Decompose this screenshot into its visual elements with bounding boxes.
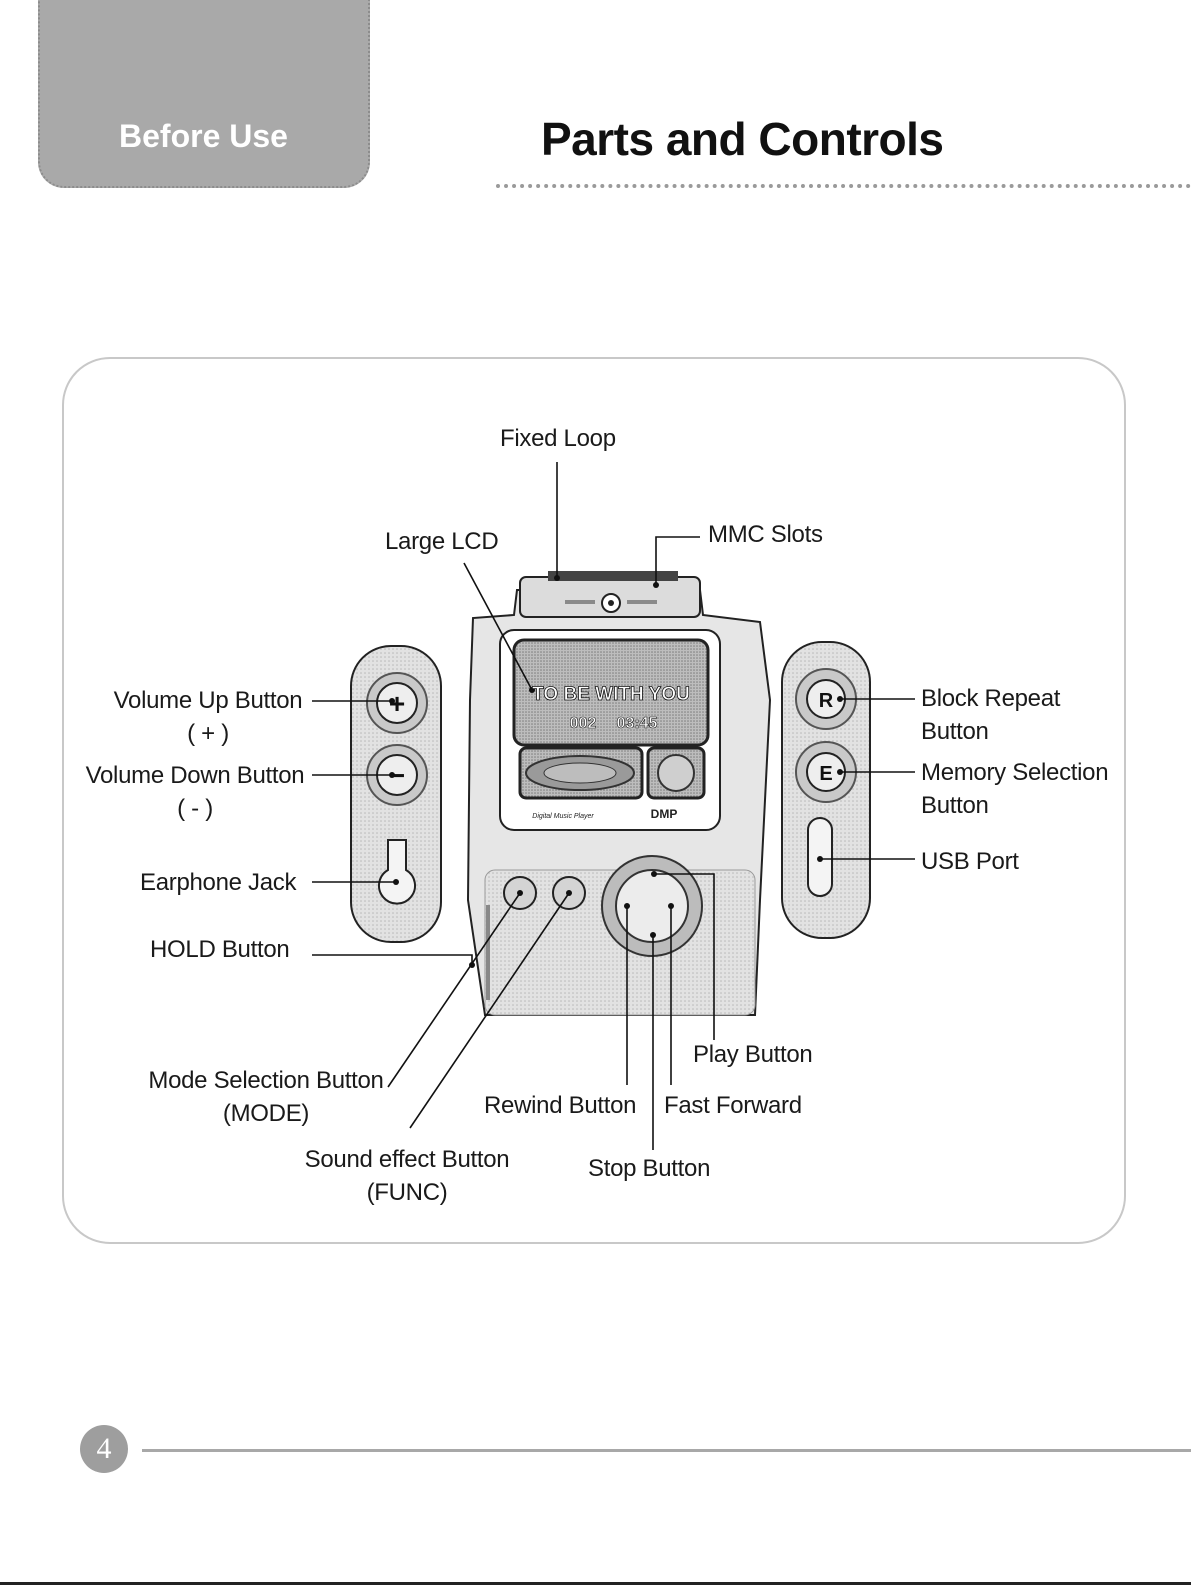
diagram-panel — [62, 357, 1126, 1244]
leader-dots — [389, 575, 843, 968]
page-number: 4 — [80, 1425, 128, 1473]
section-tab-label: Before Use — [119, 118, 288, 154]
page-bottom-edge — [0, 1582, 1191, 1585]
play-button-label: Play Button — [693, 1041, 813, 1068]
footer-divider — [142, 1449, 1191, 1452]
volume-down-label: Volume Down Button( - ) — [85, 762, 305, 822]
page-title: Parts and Controls — [541, 113, 944, 165]
jog-dial-inner — [615, 869, 689, 943]
fast-forward-label: Fast Forward — [664, 1092, 802, 1119]
volume-up-label: Volume Up Button( + ) — [113, 687, 303, 747]
section-tab — [38, 0, 370, 188]
fixed-loop-label: Fixed Loop — [500, 425, 616, 452]
title-divider — [496, 184, 1191, 188]
earphone-jack — [378, 839, 416, 905]
func-button-label: Sound effect Button(FUNC) — [304, 1146, 510, 1206]
usb-port-label: USB Port — [921, 848, 1019, 875]
stop-button-label: Stop Button — [588, 1155, 711, 1182]
brand-model-text: DMP — [651, 807, 678, 821]
mmc-slots-label: MMC Slots — [708, 521, 823, 548]
rewind-button-label: Rewind Button — [484, 1092, 637, 1119]
brand-small-text: Digital Music Player — [532, 813, 594, 820]
lcd-screen — [512, 638, 710, 747]
lcd-song-title: TO BE WITH YOU — [532, 684, 690, 705]
minus-glyph: − — [389, 760, 405, 791]
player-body — [466, 571, 772, 1016]
mode-button-label: Mode Selection Button(MODE) — [148, 1067, 384, 1127]
repeat-glyph: R — [819, 690, 834, 712]
hold-button-label: HOLD Button — [150, 936, 290, 963]
right-side-panel — [781, 641, 871, 939]
lcd-track-number: 002 — [570, 715, 597, 732]
leader-lines — [312, 462, 915, 1150]
large-lcd-label: Large LCD — [385, 528, 499, 555]
earphone-jack-label: Earphone Jack — [140, 869, 297, 896]
memory-glyph: E — [819, 763, 832, 785]
fixed-loop — [548, 571, 678, 581]
left-side-panel — [350, 645, 442, 943]
plus-glyph: + — [389, 688, 405, 719]
lcd-time: 03:45 — [617, 715, 658, 732]
